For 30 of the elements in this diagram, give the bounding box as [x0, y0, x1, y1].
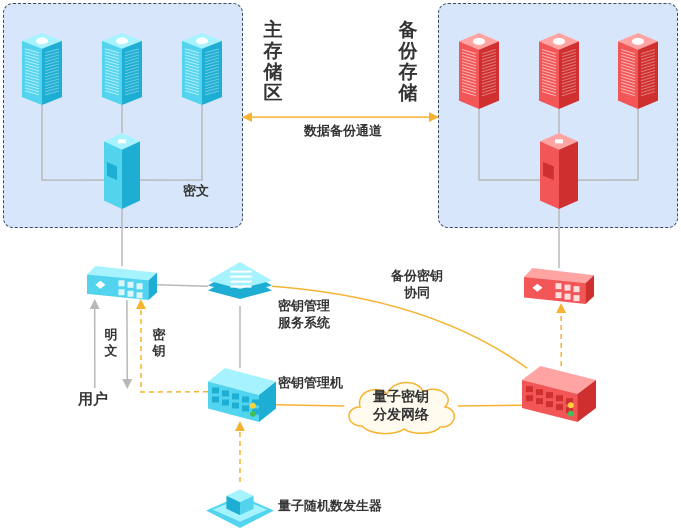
connector-line [558, 109, 560, 133]
connector-line [558, 209, 560, 268]
edge-label: 明文 [104, 328, 118, 361]
device-label: 密钥管理服务系统 [278, 298, 331, 333]
arrow [556, 303, 566, 366]
connector-line [239, 306, 241, 368]
connector-line [140, 105, 203, 181]
connector-line [458, 404, 522, 407]
connector-line [121, 209, 123, 266]
connector-line [121, 105, 123, 133]
zone-heading: 主存储区 [262, 20, 284, 104]
connector-line [578, 109, 639, 181]
zone-heading: 备份存储 [397, 20, 418, 104]
arrow [122, 300, 132, 389]
arrow [242, 112, 439, 122]
device-label: 密钥管理机 [278, 375, 344, 393]
device-label: 量子随机数发生器 [278, 498, 383, 516]
arrow [234, 421, 245, 482]
connector-line [156, 284, 208, 287]
connector-line [276, 404, 344, 407]
connector-line [478, 109, 540, 181]
user-label: 用户 [78, 389, 109, 410]
connector-line [272, 285, 528, 369]
arrow [136, 299, 208, 393]
edge-label: 密钥 [151, 328, 166, 361]
edge-label: 数据备份通道 [302, 123, 383, 141]
connector-line [41, 105, 104, 181]
arrow [90, 299, 100, 388]
device-label: 密文 [183, 183, 210, 201]
edge-label: 备份密钥协同 [390, 268, 444, 303]
